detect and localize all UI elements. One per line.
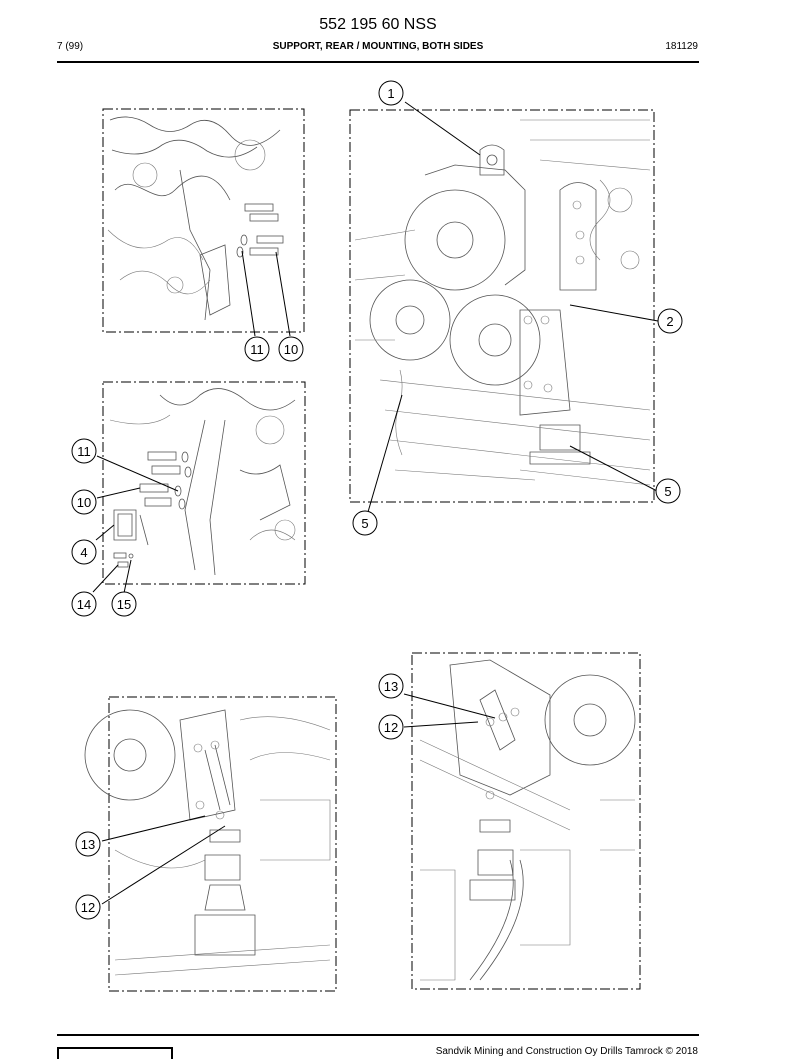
- detail-view-d: [84, 696, 337, 992]
- page-title: SUPPORT, REAR / MOUNTING, BOTH SIDES: [272, 41, 484, 52]
- document-code: 181129: [665, 41, 698, 52]
- svg-text:4: 4: [80, 545, 87, 560]
- callout-10-top: 10: [278, 336, 304, 362]
- callout-11-mid: 11: [71, 438, 97, 464]
- small-bolts-14-15: [113, 552, 134, 568]
- document-number: 552 195 60 NSS: [319, 16, 437, 33]
- callout-5-left: 5: [352, 510, 378, 536]
- engine-artwork-d: [84, 709, 331, 976]
- detail-frame-d: [108, 696, 337, 992]
- engine-artwork-main: [354, 119, 651, 486]
- detail-view-e: [403, 652, 641, 990]
- callout-13-left: 13: [75, 831, 101, 857]
- bolt-group-b: [139, 451, 192, 510]
- callout-4: 4: [71, 539, 97, 565]
- page-number: 7 (99): [57, 41, 84, 52]
- detail-view-a: [102, 108, 305, 337]
- svg-text:11: 11: [77, 444, 91, 459]
- engine-artwork-e: [419, 659, 636, 981]
- bracket-part-4: [113, 509, 149, 546]
- bolt-group-a: [236, 203, 284, 258]
- detail-frame-e: [411, 652, 641, 990]
- main-view-rear-support: [349, 101, 659, 513]
- callout-5-right: 5: [655, 478, 681, 504]
- callout-12-left: 12: [75, 894, 101, 920]
- svg-text:5: 5: [664, 484, 671, 499]
- footer-rule: [57, 1034, 699, 1036]
- svg-text:15: 15: [117, 597, 131, 612]
- callout-14: 14: [71, 591, 97, 617]
- main-frame: [349, 109, 655, 503]
- engine-artwork-b: [109, 388, 296, 576]
- detail-frame-b: [102, 381, 306, 585]
- callout-15: 15: [111, 591, 137, 617]
- callout-13-right: 13: [378, 673, 404, 699]
- svg-text:12: 12: [81, 900, 95, 915]
- footer-copyright: Sandvik Mining and Construction Oy Drill…: [435, 1046, 698, 1057]
- svg-text:13: 13: [384, 679, 398, 694]
- svg-text:10: 10: [284, 342, 298, 357]
- callout-11-top: 11: [244, 336, 270, 362]
- svg-text:10: 10: [77, 495, 91, 510]
- detail-view-b: [92, 381, 306, 594]
- svg-text:2: 2: [666, 314, 673, 329]
- svg-text:12: 12: [384, 720, 398, 735]
- svg-text:11: 11: [250, 342, 264, 357]
- callout-1: 1: [378, 80, 404, 106]
- callout-2: 2: [657, 308, 683, 334]
- sandvik-logo: [57, 1047, 173, 1059]
- svg-text:14: 14: [77, 597, 91, 612]
- svg-text:5: 5: [361, 516, 368, 531]
- detail-frame-a: [102, 108, 305, 333]
- svg-text:13: 13: [81, 837, 95, 852]
- svg-text:1: 1: [387, 86, 394, 101]
- header-rule: [57, 61, 699, 63]
- callout-10-mid: 10: [71, 489, 97, 515]
- callout-12-right: 12: [378, 714, 404, 740]
- engine-artwork-a: [107, 116, 281, 321]
